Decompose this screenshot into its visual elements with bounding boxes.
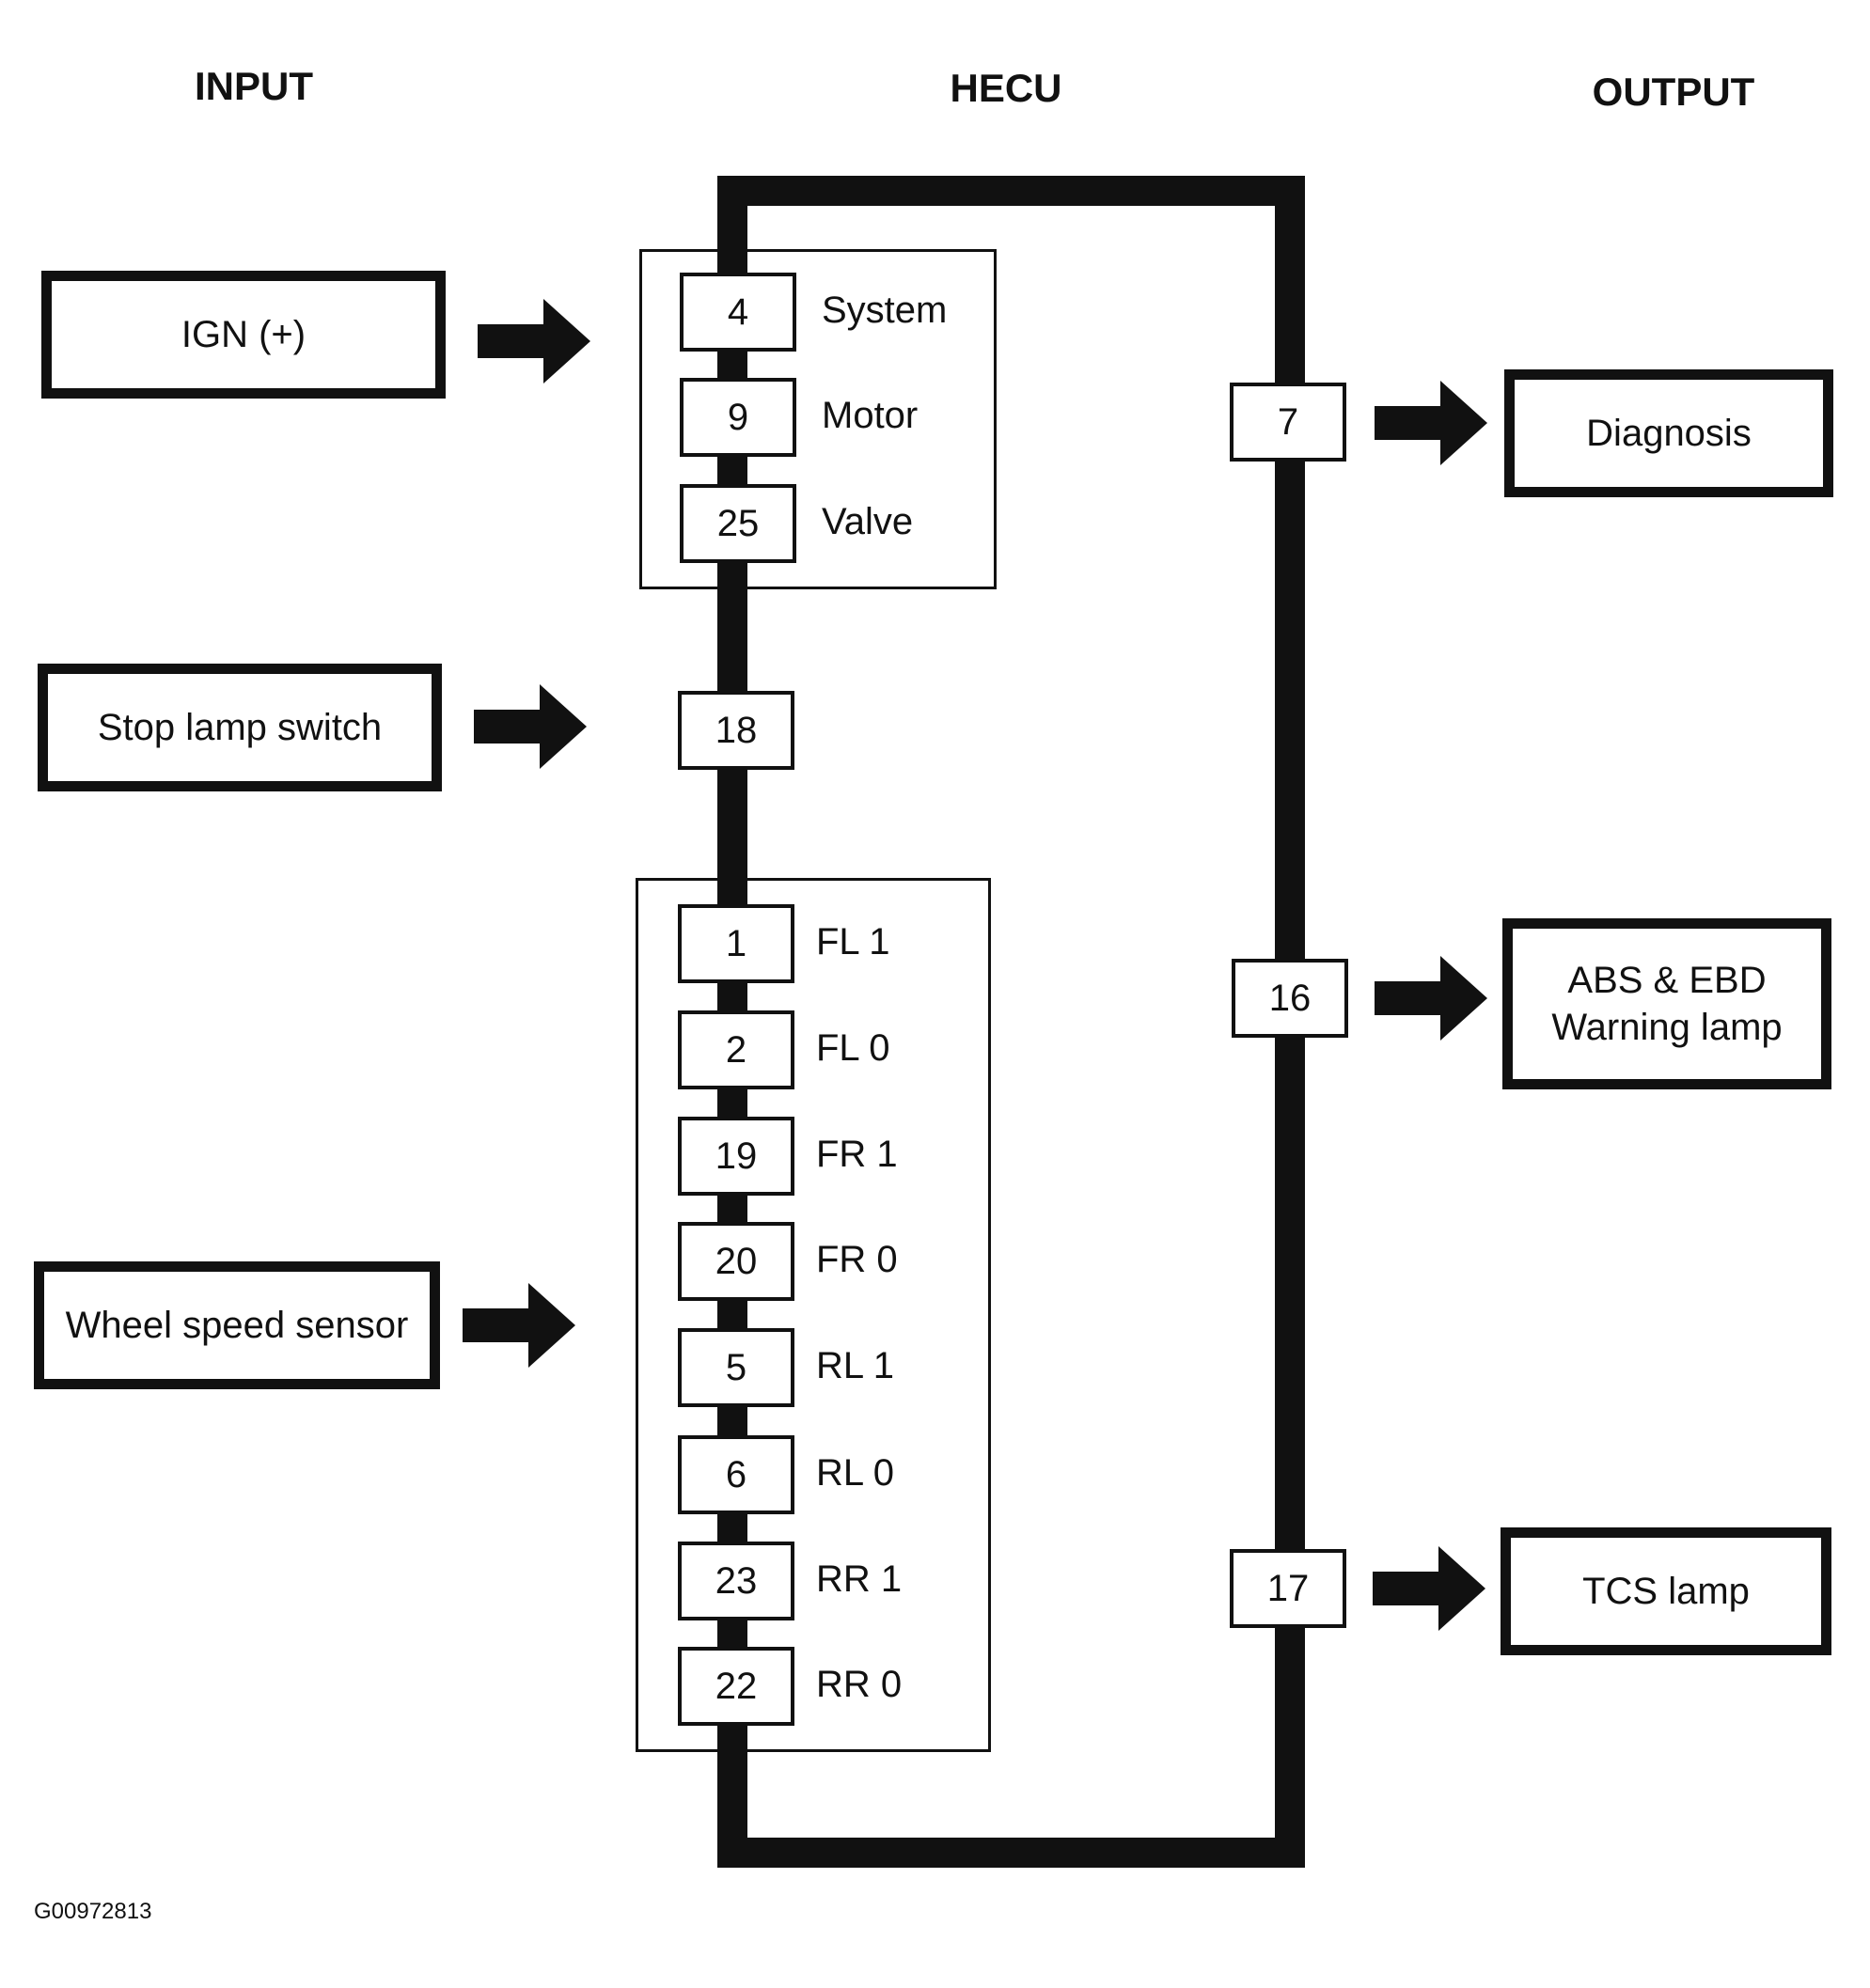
pin-number: 18 <box>715 709 758 751</box>
pin-label: RR 0 <box>816 1664 903 1705</box>
pin-25: 25 <box>680 484 796 563</box>
pin-9: 9 <box>680 378 796 457</box>
ign-input-box: IGN (+) <box>41 271 446 399</box>
wheel-speed-sensor-box: Wheel speed sensor <box>34 1261 440 1389</box>
warning-lamp-label: Warning lamp <box>1551 1007 1783 1048</box>
pin-label: FR 1 <box>816 1134 898 1175</box>
wheel-speed-sensor-label: Wheel speed sensor <box>65 1305 409 1346</box>
sensor-pin-group <box>636 878 991 1752</box>
tcs-lamp-output-box: TCS lamp <box>1501 1527 1831 1655</box>
pin-19: 19 <box>678 1117 794 1196</box>
pin-number: 2 <box>725 1028 747 1071</box>
pin-number: 25 <box>716 502 760 544</box>
pin-20: 20 <box>678 1222 794 1301</box>
power-pin-group <box>639 249 997 589</box>
input-header: INPUT <box>195 64 313 108</box>
pin-label: FL 1 <box>816 921 890 963</box>
pin-label: RL 1 <box>816 1345 895 1386</box>
pin-18: 18 <box>678 691 794 770</box>
pin-1: 1 <box>678 904 794 983</box>
stop-lamp-arrow-icon <box>474 684 587 769</box>
pin-label: Motor <box>822 395 919 436</box>
wheel-speed-arrow-icon <box>463 1283 575 1368</box>
output-header: OUTPUT <box>1592 70 1755 114</box>
pin-label: RR 1 <box>816 1558 903 1600</box>
hecu-bus-bottom <box>717 1838 1305 1868</box>
pin-number: 19 <box>715 1135 758 1177</box>
pin-number: 1 <box>725 922 747 964</box>
pin-label: FL 0 <box>816 1027 890 1069</box>
ign-label: IGN (+) <box>181 314 306 355</box>
pin-5: 5 <box>678 1328 794 1407</box>
pin-number: 17 <box>1266 1567 1310 1609</box>
ign-arrow-icon <box>478 299 590 384</box>
tcs-lamp-label: TCS lamp <box>1582 1571 1750 1612</box>
pin-17: 17 <box>1230 1549 1346 1628</box>
pin-2: 2 <box>678 1010 794 1089</box>
abs-ebd-arrow-icon <box>1375 956 1487 1041</box>
diagnosis-output-box: Diagnosis <box>1504 369 1833 497</box>
figure-id: G00972813 <box>34 1899 152 1924</box>
hecu-bus-top <box>717 176 1305 206</box>
stop-lamp-switch-box: Stop lamp switch <box>38 664 442 791</box>
hecu-header: HECU <box>950 66 1062 110</box>
pin-22: 22 <box>678 1647 794 1726</box>
pin-number: 22 <box>715 1665 758 1707</box>
pin-number: 4 <box>727 290 749 333</box>
stop-lamp-switch-label: Stop lamp switch <box>97 707 383 748</box>
pin-label: System <box>822 290 948 331</box>
diagnosis-label: Diagnosis <box>1586 413 1752 454</box>
pin-number: 16 <box>1268 977 1312 1019</box>
pin-6: 6 <box>678 1435 794 1514</box>
pin-label: RL 0 <box>816 1452 895 1494</box>
pin-16: 16 <box>1232 959 1348 1038</box>
pin-4: 4 <box>680 273 796 352</box>
abs-ebd-label: ABS & EBD <box>1567 960 1767 1001</box>
pin-number: 9 <box>727 396 749 438</box>
abs-ebd-warning-lamp-box: ABS & EBD Warning lamp <box>1502 918 1831 1089</box>
pin-number: 5 <box>725 1346 747 1388</box>
tcs-arrow-icon <box>1373 1546 1485 1631</box>
pin-23: 23 <box>678 1542 794 1620</box>
pin-label: FR 0 <box>816 1239 898 1280</box>
diagnosis-arrow-icon <box>1375 381 1487 465</box>
pin-number: 7 <box>1277 400 1299 443</box>
pin-label: Valve <box>822 501 914 542</box>
pin-number: 6 <box>725 1453 747 1495</box>
pin-7: 7 <box>1230 383 1346 462</box>
pin-number: 20 <box>715 1240 758 1282</box>
pin-number: 23 <box>715 1559 758 1602</box>
